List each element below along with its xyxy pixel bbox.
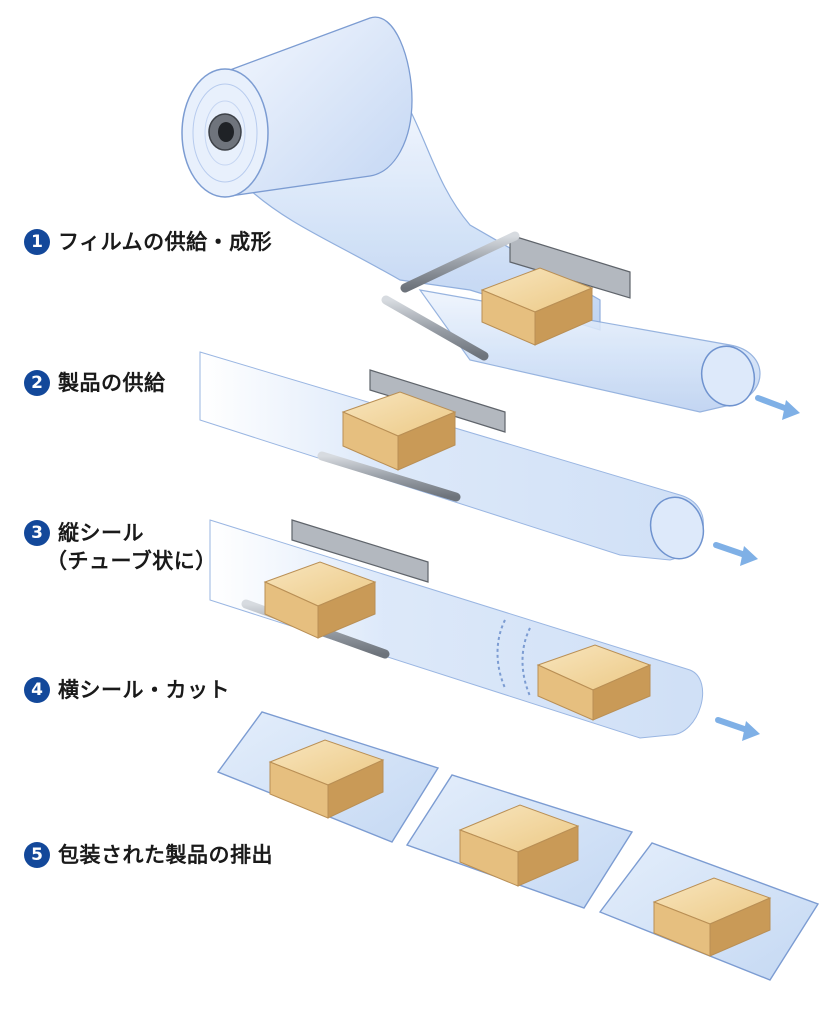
step-5-label: 包装された製品の排出 <box>58 841 273 869</box>
package-2 <box>405 774 634 909</box>
forming-section <box>381 231 800 420</box>
step-3-label: 縦シール （チューブ状に） <box>46 519 217 575</box>
step-5-label-line-1: 包装された製品の排出 <box>58 843 273 867</box>
step-3: 3 縦シール （チューブ状に） <box>24 519 217 575</box>
step-2-label: 製品の供給 <box>58 369 166 397</box>
step-5-number-badge: 5 <box>24 842 50 868</box>
step-2-number-badge: 2 <box>24 370 50 396</box>
package-1 <box>216 711 440 843</box>
step-4-number-badge: 4 <box>24 677 50 703</box>
package-3 <box>598 842 820 981</box>
step-4-label-line-1: 横シール・カット <box>58 678 230 702</box>
step-3-label-line-1: 縦シール <box>58 521 144 545</box>
step-1-number-badge: 1 <box>24 229 50 255</box>
product-supply-section <box>199 351 758 566</box>
step-2-label-line-1: 製品の供給 <box>58 371 166 395</box>
step-5: 5 包装された製品の排出 <box>24 841 273 869</box>
step-1-label-line-1: フィルムの供給・成形 <box>58 230 273 254</box>
step-2: 2 製品の供給 <box>24 369 166 397</box>
sealing-section <box>209 519 760 741</box>
step-4-label: 横シール・カット <box>58 676 230 704</box>
packaged-products <box>216 711 820 981</box>
step-1: 1 フィルムの供給・成形 <box>24 228 272 256</box>
step-1-label: フィルムの供給・成形 <box>58 228 272 256</box>
step-4: 4 横シール・カット <box>24 676 230 704</box>
film-roll <box>181 16 601 331</box>
step-3-label-line-2: （チューブ状に） <box>46 549 217 573</box>
step-3-number-badge: 3 <box>24 520 50 546</box>
